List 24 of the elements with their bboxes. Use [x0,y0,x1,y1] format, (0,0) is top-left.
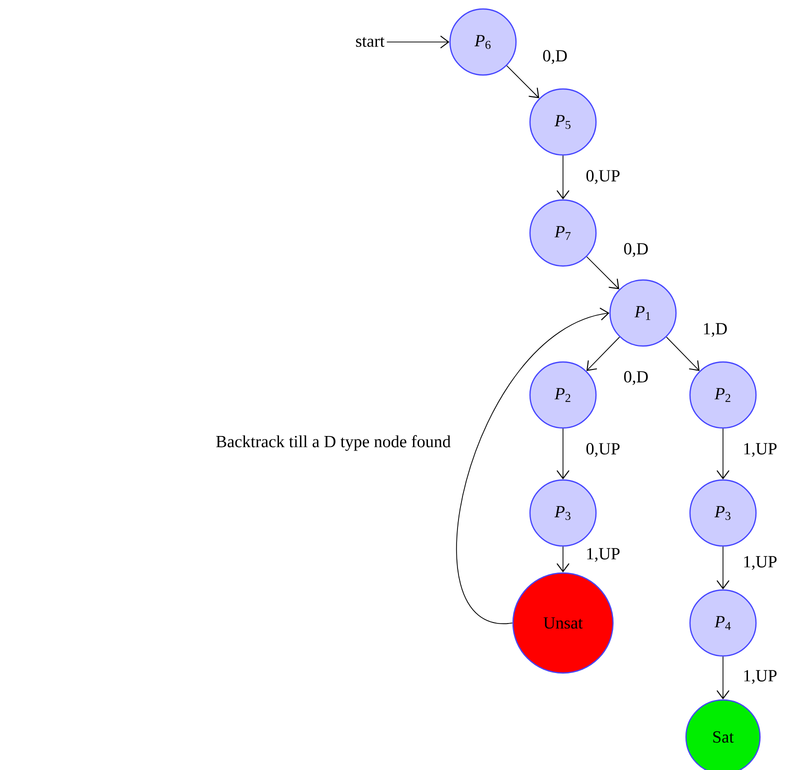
edge-label: 0,D [622,370,650,386]
edge-label: 1,UP [742,442,778,458]
arrow [556,155,570,200]
arrow [716,656,730,700]
edge-label: 1,D [702,322,729,338]
edge-label: 1,UP [584,547,622,563]
edge-label: 1,UP [742,669,778,685]
edge-label: 0,UP [584,169,622,185]
arrow [586,256,620,290]
arrow [586,336,620,371]
edge-label: Backtrack till a D type node found [214,434,452,452]
arrow [716,546,730,590]
arrow [556,428,570,480]
arrow [506,65,540,98]
edge-label: 0,D [542,49,569,65]
arrow [716,428,730,480]
arrow [456,308,610,624]
edge-label: 1,UP [742,555,778,571]
arrow [666,336,700,371]
arrow [556,546,570,572]
start-label: start [356,37,385,47]
arrow [386,36,450,48]
edge-label: 0,D [622,242,650,258]
edge-label: 0,UP [584,442,622,458]
